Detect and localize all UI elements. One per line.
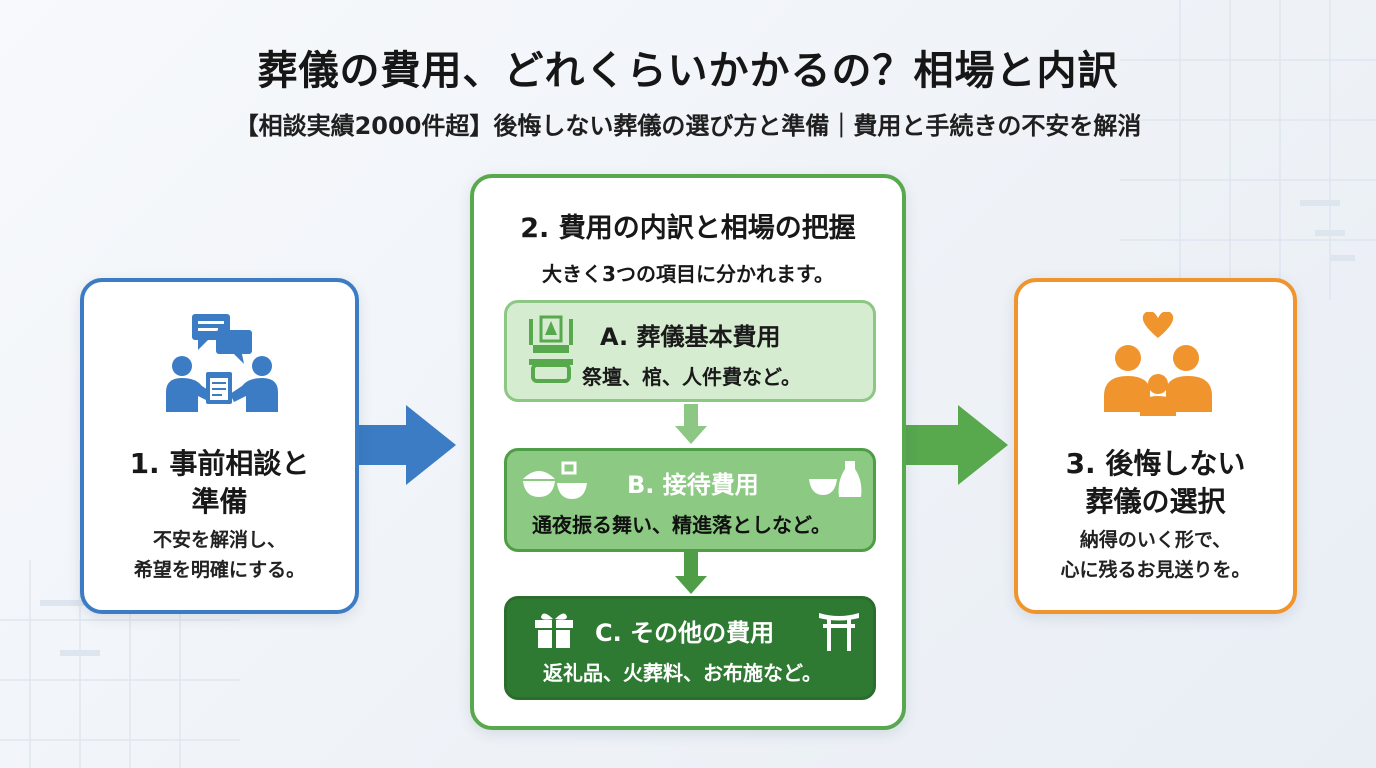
cost-item-c-desc: 返礼品、火葬料、お布施など。 [543, 661, 822, 685]
cost-item-a: A. 葬儀基本費用 祭壇、棺、人件費など。 [504, 300, 876, 402]
cost-item-b-desc: 通夜振る舞い、精進落としなど。 [532, 513, 831, 537]
step-2-title: 2. 費用の内訳と相場の把握 [520, 213, 856, 244]
step-1-title-line2: 準備 [191, 485, 248, 518]
step-3-title-line2: 葬儀の選択 [1085, 485, 1226, 518]
step-3-card: 3. 後悔しない 葬儀の選択 納得のいく形で、 心に残るお見送りを。 [1014, 278, 1297, 614]
torii-icon [819, 613, 859, 651]
page-subtitle: 【相談実績2000件超】後悔しない葬儀の選び方と準備｜費用と手続きの不安を解消 [234, 112, 1142, 140]
step-2-card: 2. 費用の内訳と相場の把握 大きく3つの項目に分かれます。 A. 葬儀基本費用… [470, 174, 906, 730]
step-3-desc-line1: 納得のいく形で、 [1079, 529, 1232, 551]
step-1-desc-line2: 希望を明確にする。 [133, 559, 306, 581]
step-2-intro: 大きく3つの項目に分かれます。 [542, 262, 834, 286]
arrow-right-blue-icon [356, 405, 456, 485]
cost-item-c: C. その他の費用 返礼品、火葬料、お布施など。 [504, 596, 876, 700]
step-3-desc-line2: 心に残るお見送りを。 [1060, 559, 1251, 581]
altar-icon [529, 315, 573, 383]
step-3-title-line1: 3. 後悔しない [1065, 447, 1246, 480]
gift-icon [535, 613, 573, 648]
consultation-icon [166, 314, 278, 412]
step-1-desc-line1: 不安を解消し、 [152, 529, 286, 551]
cost-item-a-title: A. 葬儀基本費用 [600, 323, 781, 351]
arrow-down-1-icon [675, 404, 707, 444]
sake-icon [809, 461, 862, 497]
step-1-card: 1. 事前相談と 準備 不安を解消し、 希望を明確にする。 [80, 278, 359, 614]
cost-item-a-desc: 祭壇、棺、人件費など。 [582, 365, 801, 389]
cost-item-b-title: B. 接待費用 [627, 471, 759, 499]
cost-item-b: B. 接待費用 通夜振る舞い、精進落としなど。 [504, 448, 876, 552]
step-1-title-line1: 1. 事前相談と [129, 447, 310, 480]
arrow-down-2-icon [675, 552, 707, 594]
cost-item-c-title: C. その他の費用 [595, 619, 775, 647]
page-title: 葬儀の費用、どれくらいかかるの？相場と内訳 [257, 48, 1119, 94]
meal-icon [523, 461, 587, 499]
family-heart-icon [1104, 312, 1212, 416]
arrow-right-green-icon [902, 405, 1008, 485]
